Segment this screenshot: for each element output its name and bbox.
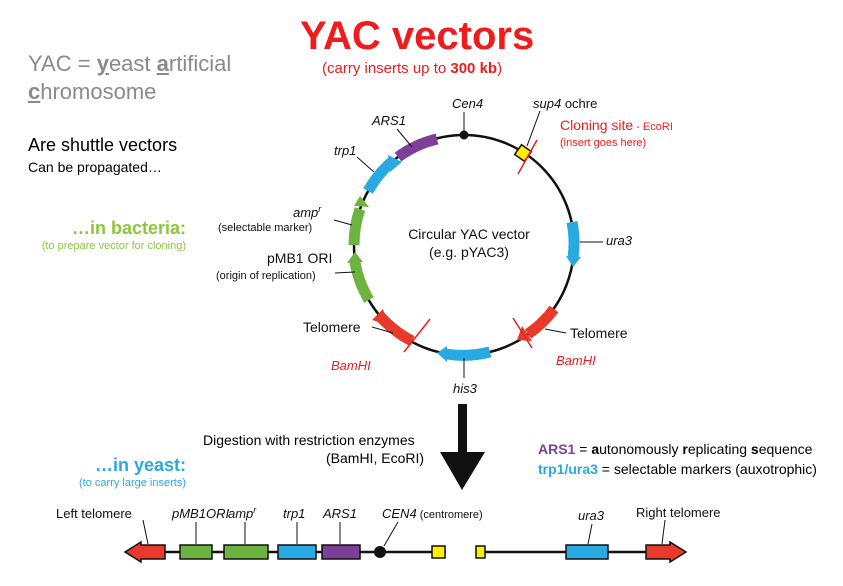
linear-left-telomere <box>123 540 166 564</box>
telomere-left-arrowhead <box>372 309 388 325</box>
cen4-linear-label: CEN4 (centromere) <box>382 506 483 521</box>
pmb1-linear-label: pMB1ORI <box>171 506 229 521</box>
ars1-linear-label: ARS1 <box>322 506 357 521</box>
linear-right-telomere <box>645 540 688 564</box>
linear-sup4-right <box>475 545 486 559</box>
trp1-linear-label: trp1 <box>283 506 305 521</box>
telomere-left-label: Telomere <box>303 319 361 335</box>
bamhi-left-cut-line <box>403 318 431 353</box>
cen4-label: Cen4 <box>452 96 483 111</box>
digestion-arrow-shaft <box>458 404 467 454</box>
yac-definition: YAC = yeast artificial chromosome <box>28 51 232 104</box>
right-telomere-leader <box>661 519 666 545</box>
ars1-leader <box>396 128 413 148</box>
linear-ars1 <box>321 544 361 560</box>
origin-label: (origin of replication) <box>216 270 316 282</box>
cloning-site-label: Cloning site - EcoRI <box>560 117 673 133</box>
linear-ura3 <box>565 544 609 560</box>
pmb1-arrowhead <box>347 252 363 263</box>
shuttle-subheading: Can be propagated… <box>28 159 162 175</box>
telomere-left-leader <box>371 326 394 334</box>
bamhi-left-label: BamHI <box>331 358 371 373</box>
amp-label: ampr <box>293 204 322 220</box>
ecori-cut-line <box>517 139 538 175</box>
amp-segment <box>348 207 366 246</box>
right-telomere-label: Right telomere <box>636 505 721 520</box>
amp-arrowhead <box>354 196 369 207</box>
page-subtitle: (carry inserts up to 300 kb) <box>322 60 503 77</box>
telomere-right-segment <box>524 305 559 339</box>
digestion-enzymes: (BamHI, EcoRI) <box>326 450 425 466</box>
shuttle-heading: Are shuttle vectors <box>28 135 178 155</box>
legend-ars1: ARS1 = autonomously replicating sequence <box>538 441 813 457</box>
his3-arrowhead <box>437 346 447 362</box>
ura3-segment <box>566 220 580 259</box>
trp1-leader <box>356 156 375 173</box>
bamhi-right-cut-line <box>512 317 533 349</box>
yeast-label: …in yeast: <box>94 455 186 475</box>
selectable-marker-label: (selectable marker) <box>218 222 312 234</box>
sup4-leader <box>526 110 541 147</box>
left-telomere-label: Left telomere <box>56 506 132 521</box>
his3-label: his3 <box>453 381 478 396</box>
digestion-label: Digestion with restriction enzymes <box>203 432 415 448</box>
bacteria-label: …in bacteria: <box>71 218 186 238</box>
linear-cen4 <box>374 546 386 558</box>
circle-center-line1: Circular YAC vector <box>408 226 530 242</box>
ura3-linear-leader <box>587 523 593 545</box>
cen4-linear-leader <box>383 521 399 547</box>
sup4-label: sup4 ochre <box>533 96 597 111</box>
legend-markers: trp1/ura3 = selectable markers (auxotrop… <box>538 461 817 477</box>
digestion-arrow-head <box>440 452 485 490</box>
pmb1-label: pMB1 ORI <box>267 250 332 266</box>
bamhi-right-label: BamHI <box>556 353 596 368</box>
circle-center-line2: (e.g. pYAC3) <box>429 244 509 260</box>
ars1-segment <box>394 133 439 162</box>
left-telomere-leader <box>142 519 149 545</box>
pmb1-leader <box>334 271 356 274</box>
ura3-arrowhead <box>566 256 581 267</box>
ura3-linear-label: ura3 <box>578 508 605 523</box>
insert-note-label: (insert goes here) <box>560 137 646 149</box>
bacteria-note: (to prepare vector for cloning) <box>41 240 186 252</box>
telomere-right-leader <box>544 328 567 334</box>
telomere-right-label: Telomere <box>570 325 628 341</box>
linear-amp <box>223 544 269 560</box>
linear-sup4-left <box>431 545 446 559</box>
yeast-note: (to carry large inserts) <box>79 477 186 489</box>
amp-leader <box>333 219 353 226</box>
ars1-label: ARS1 <box>371 113 406 128</box>
his3-segment <box>445 346 492 361</box>
cen4-marker <box>459 130 469 140</box>
trp1-arrowhead <box>388 155 402 172</box>
trp1-label: trp1 <box>334 143 356 158</box>
linear-trp1 <box>277 544 317 560</box>
pmb1-segment <box>349 260 374 303</box>
ura3-label: ura3 <box>606 233 633 248</box>
linear-pmb1 <box>179 544 213 560</box>
amp-linear-label: ampr <box>228 505 257 521</box>
sup4-segment <box>513 143 533 163</box>
page-title: YAC vectors <box>300 14 535 58</box>
